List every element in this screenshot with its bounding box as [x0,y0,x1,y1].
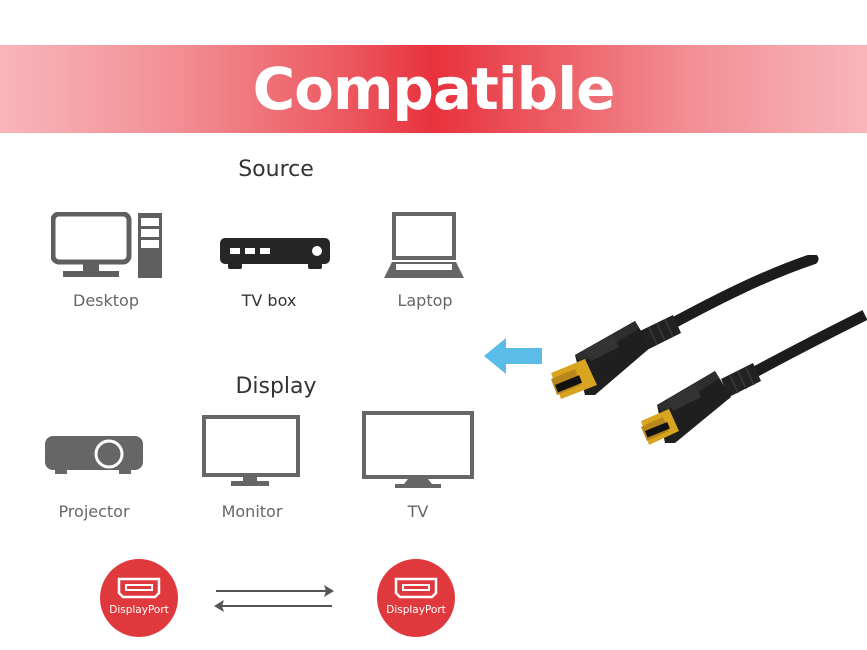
monitor-icon [202,415,300,486]
banner-title: Compatible [252,55,616,123]
display-title: Display [235,374,317,399]
laptop-label: Laptop [397,291,453,310]
tv-box-icon [220,238,330,269]
projector-icon [45,436,143,474]
source-title: Source [238,157,314,182]
tv-icon [362,411,474,488]
laptop-icon [384,212,464,278]
pointer-arrow-icon [484,338,542,374]
displayport-connector-icon [117,577,161,599]
bidirectional-arrows-icon [214,585,334,612]
displayport-badge-left: DisplayPort [100,559,178,637]
tv-label: TV [407,502,429,521]
desktop-icon [51,212,162,278]
displayport-connector-icon [394,577,438,599]
tv-box-label: TV box [241,291,297,310]
monitor-label: Monitor [221,502,283,521]
projector-label: Projector [58,502,130,521]
desktop-label: Desktop [73,291,139,310]
banner: Compatible [0,45,867,133]
displayport-cable-image [551,255,867,445]
displayport-badge-left-label: DisplayPort [109,604,169,616]
displayport-badge-right: DisplayPort [377,559,455,637]
displayport-badge-right-label: DisplayPort [386,604,446,616]
